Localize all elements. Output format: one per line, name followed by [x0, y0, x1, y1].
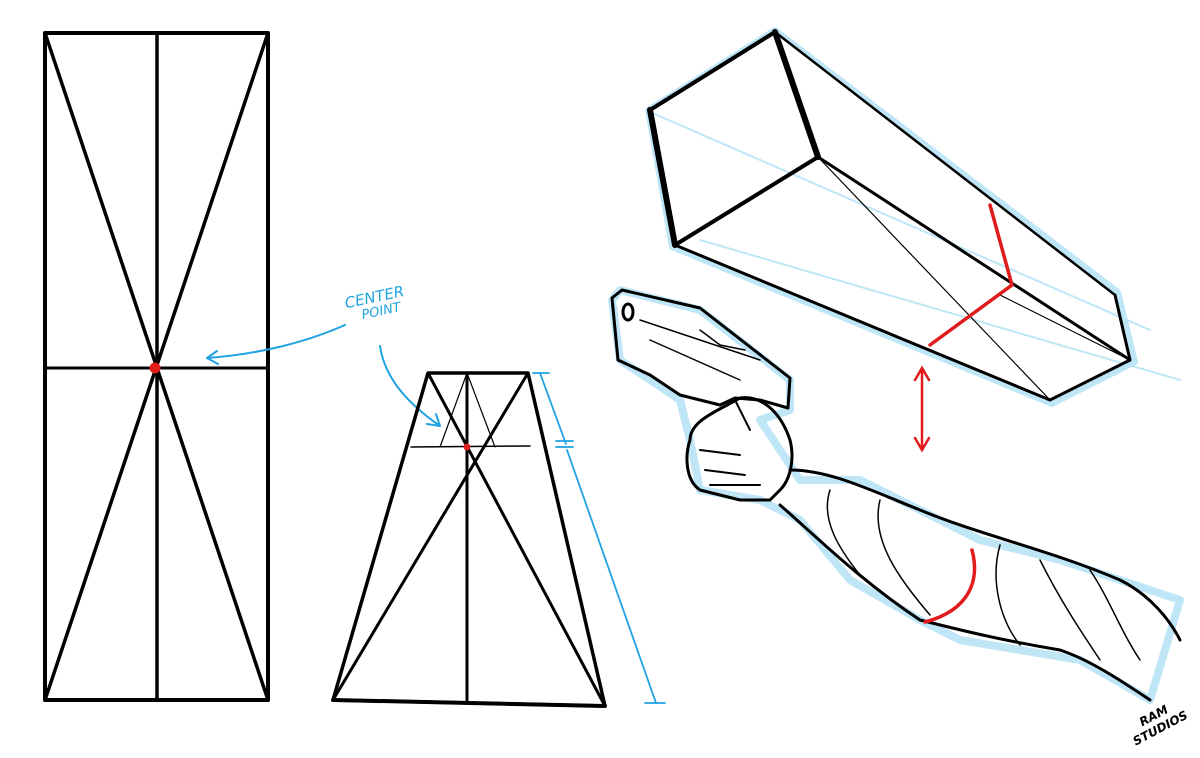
double-arrow-icon: [913, 365, 931, 453]
trapezoid-guide: [466, 372, 496, 448]
pistol: [610, 288, 792, 410]
hexagonal-prism: [645, 27, 1181, 453]
trapezoid-diagram: [331, 371, 607, 708]
trapezoid-guide: [439, 372, 468, 448]
arm-top-contour: [788, 468, 1182, 642]
trapezoid-base: [331, 698, 607, 708]
arrowhead-icon: [206, 350, 219, 365]
arm-cross-section: [923, 548, 977, 624]
arm-bottom-contour: [778, 503, 1152, 702]
trapezoid-horizontal-line: [410, 445, 531, 448]
center-point-arrow-1: [206, 324, 346, 359]
hand: [685, 396, 794, 502]
gun-arm-sketch: [608, 286, 1184, 704]
arrowhead-icon: [426, 413, 441, 427]
trapezoid-outline: [331, 371, 607, 708]
rectangle-diagram: [43, 31, 270, 702]
prism-front-face: [648, 30, 820, 247]
prism-cross-section: [928, 203, 1015, 347]
center-point-arrow-2: [379, 345, 441, 427]
rectangle-center-point: [149, 362, 161, 374]
trapezoid-center-point: [463, 443, 471, 451]
pistol-muzzle: [621, 302, 635, 322]
trapezoid-diagonal-1: [426, 371, 607, 708]
trapezoid-diagonal-2: [331, 371, 530, 702]
measurement-guides: [532, 372, 666, 704]
